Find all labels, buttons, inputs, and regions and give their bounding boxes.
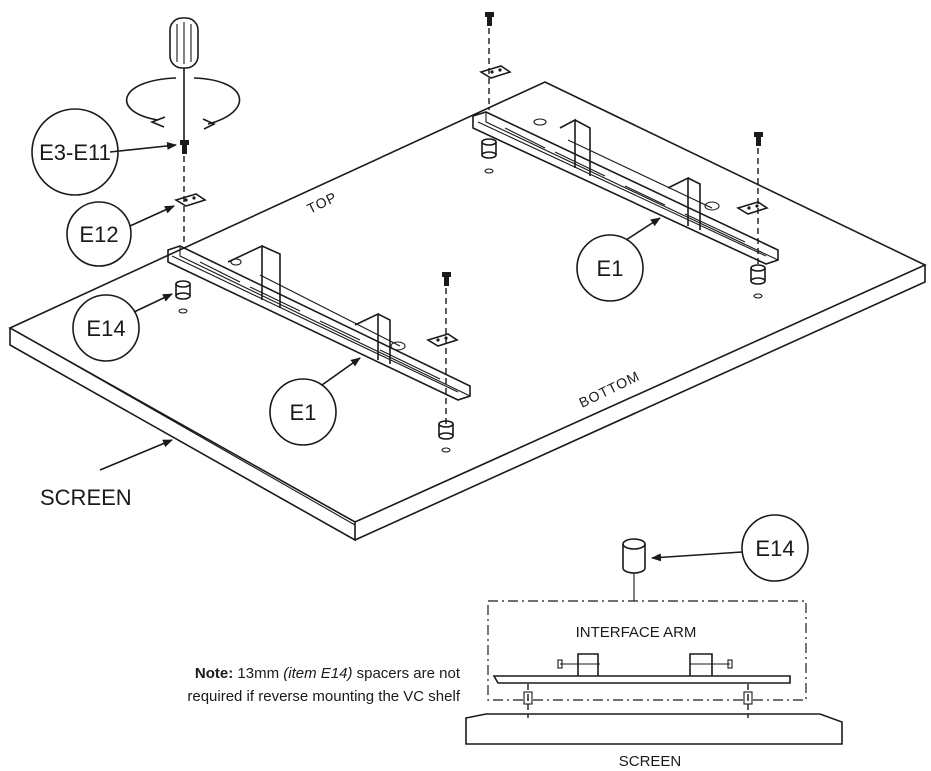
note-bold: Note: (194, 665, 234, 682)
callout-e14-detail-text: E14 (755, 536, 794, 561)
screen-label: SCREEN (40, 485, 132, 510)
callout-e14-left-text: E14 (86, 316, 125, 341)
note-size: 13mm (233, 665, 284, 682)
callout-e12-text: E12 (79, 222, 118, 247)
spacer-top (481, 138, 497, 174)
washer-right (736, 201, 769, 215)
callout-e14-left: E14 (72, 293, 173, 362)
note-text: Note: 13mm (item E14) spacers are not re… (60, 662, 460, 708)
screw-top (485, 12, 494, 26)
interface-arm-label: INTERFACE ARM (576, 624, 697, 641)
screw-mid (442, 272, 451, 286)
screwdriver (125, 17, 241, 140)
spacer-left (175, 280, 191, 314)
detail-screen-label: SCREEN (619, 753, 682, 770)
washer-mid (426, 333, 459, 347)
callout-e12: E12 (66, 201, 175, 267)
note-item: (item E14) (283, 665, 353, 682)
callout-e1-right-text: E1 (597, 256, 624, 281)
note-line2: required if reverse mounting the VC shel… (187, 688, 460, 705)
callout-e3-e11: E3-E11 (31, 108, 177, 196)
callout-e1-right: E1 (576, 217, 661, 302)
washer-left (174, 193, 207, 207)
bottom-label: BOTTOM (576, 368, 642, 411)
bracket-left (167, 244, 471, 401)
detail-view: E14 INTERFACE ARM SCREEN (465, 514, 843, 770)
fasteners (174, 12, 769, 453)
callout-e1-left-text: E1 (290, 400, 317, 425)
washer-top (479, 65, 512, 79)
callout-e14-detail: E14 (651, 514, 809, 582)
screw-left (180, 140, 189, 154)
note-rest: spacers are not (352, 665, 460, 682)
spacer-mid (438, 420, 454, 453)
screen-slab (8, 81, 927, 542)
screw-right (754, 132, 763, 146)
bracket-right (472, 111, 779, 265)
callout-e3-e11-text: E3-E11 (39, 140, 111, 165)
top-label: TOP (304, 188, 339, 216)
spacer-right (750, 264, 766, 299)
callout-e1-left: E1 (269, 357, 361, 446)
detail-spacer (622, 538, 646, 601)
screen-arrow (99, 439, 173, 471)
